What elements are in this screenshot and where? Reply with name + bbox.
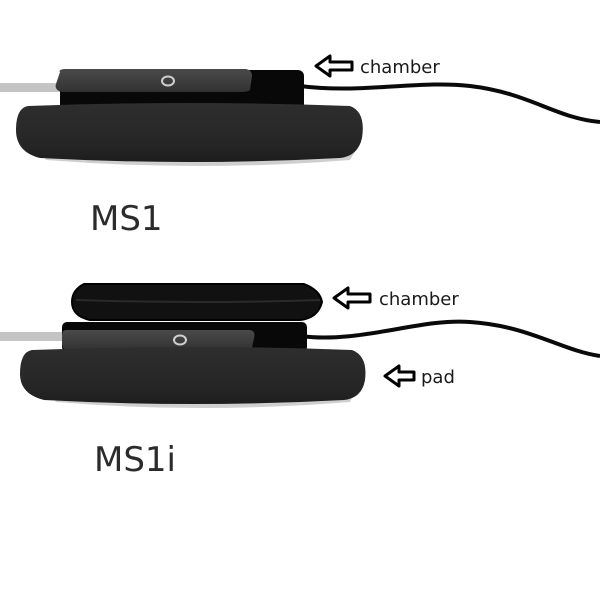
- ms1i-figure: [0, 283, 600, 408]
- hollow-arrow-left-icon: [314, 54, 354, 78]
- ms1i-pad: [20, 347, 366, 404]
- ms1i-chamber-callout: chamber: [332, 286, 459, 310]
- ms1-power-cable: [299, 82, 600, 124]
- ms1i-chamber-label: chamber: [379, 289, 459, 310]
- ms1-sensor-strip: [55, 69, 252, 92]
- ms1i-power-cable: [299, 319, 600, 358]
- hollow-arrow-left-icon: [332, 286, 372, 310]
- ms1i-chamber-rim: [75, 299, 321, 303]
- ms1i-pad-base-highlight: [50, 392, 355, 408]
- ms1i-pad-label: pad: [421, 367, 455, 388]
- ms1i-pad-callout: pad: [383, 364, 455, 388]
- ms1-figure: [0, 69, 600, 166]
- ms1-sensor-hole: [161, 75, 175, 87]
- ms1i-sensor-hole: [173, 334, 187, 346]
- ms1-chamber-label: chamber: [360, 57, 440, 78]
- ms1-chamber-callout: chamber: [314, 54, 440, 78]
- ms1-model-label: MS1: [90, 199, 163, 239]
- ms1-sensor-cable: [0, 83, 60, 92]
- ms1i-sensor-cable: [0, 332, 68, 341]
- hollow-arrow-left-icon: [383, 364, 416, 388]
- ms1-pad: [16, 103, 363, 162]
- ms1i-model-label: MS1i: [94, 440, 176, 480]
- ms1i-sensor-strip: [62, 330, 255, 350]
